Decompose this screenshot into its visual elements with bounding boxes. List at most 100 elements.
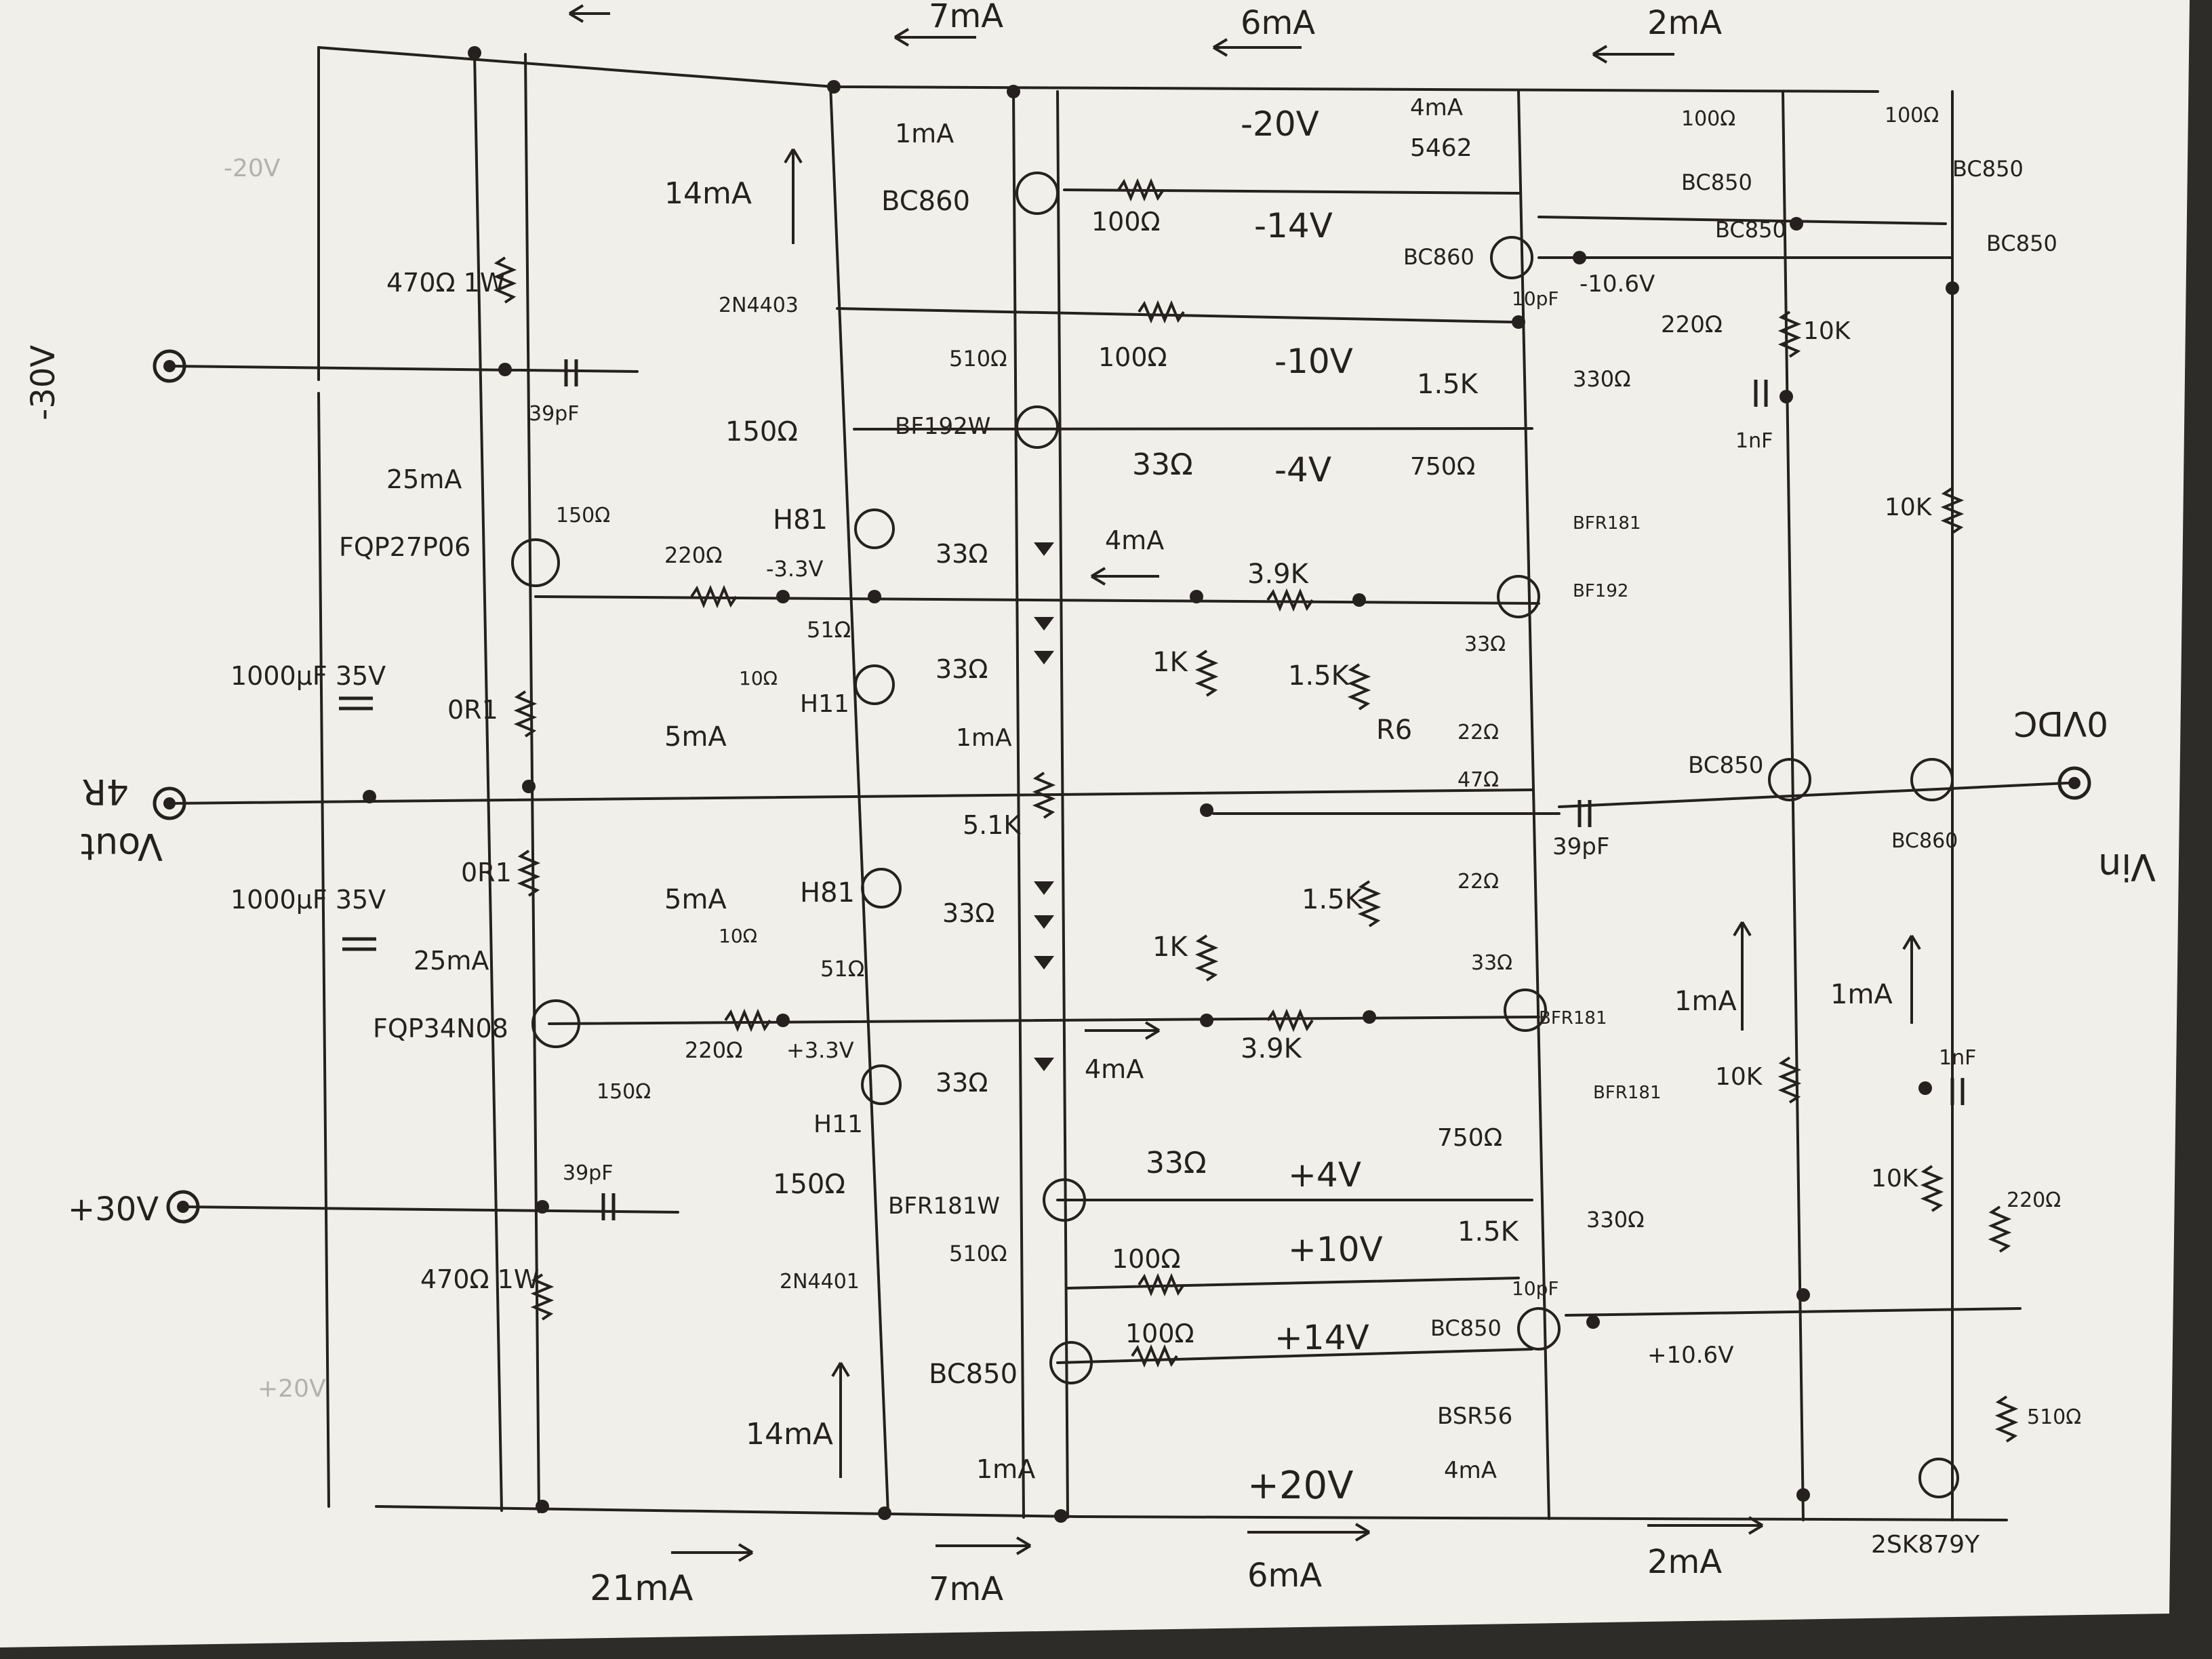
label-1000-bot: 1000µF 35V <box>230 885 386 915</box>
label-51-b: 51Ω <box>820 956 864 982</box>
resistor-01-top <box>513 690 538 738</box>
label-150s-bot: 150Ω <box>773 1169 845 1200</box>
label-pos10: +10V <box>1288 1230 1383 1269</box>
label-5-1k: 5.1K <box>963 810 1021 840</box>
label-bc850-l: BC850 <box>929 1359 1018 1390</box>
label-100-b: 100Ω <box>1098 342 1167 372</box>
label-470-bot: 470Ω 1W <box>420 1264 539 1294</box>
resistor-10k-b <box>1777 1056 1802 1104</box>
label-bfr181w: BFR181W <box>888 1193 1000 1220</box>
label-3-9k-b: 3.9K <box>1241 1033 1303 1064</box>
label-33-vt: 33Ω <box>1464 633 1506 656</box>
label-bc860-in: BC860 <box>1891 829 1958 853</box>
transistor-h81-t <box>854 508 895 549</box>
label-5462: 5462 <box>1410 134 1472 162</box>
label-7ma-t: 7mA <box>929 0 1003 35</box>
terminal-vout <box>153 786 186 820</box>
label-33-e: 33Ω <box>1132 447 1193 482</box>
label-bf192: BF192 <box>1573 581 1628 601</box>
transistor-bc860-l <box>1015 172 1059 215</box>
label-47: 47Ω <box>1457 768 1499 792</box>
resistor-1k-bot <box>1194 934 1219 982</box>
label-vin: Vin <box>2098 845 2156 888</box>
label-h11-b: H11 <box>813 1111 863 1138</box>
labels: -30V +30V Vout 4R Vin 0VDC 470Ω 1W 470Ω … <box>24 0 2156 1609</box>
label-pos10-6: +10.6V <box>1647 1342 1733 1369</box>
label-39pf-bot: 39pF <box>563 1161 613 1185</box>
resistor-100-a <box>1117 178 1165 202</box>
label-fqp34n08: FQP34N08 <box>373 1014 508 1043</box>
label-750-t: 750Ω <box>1410 453 1475 481</box>
capacitors <box>339 359 1965 1220</box>
cap-1000-top <box>339 696 373 711</box>
label-1000-top: 1000µF 35V <box>230 661 386 691</box>
label-14ma-top: 14mA <box>664 176 752 211</box>
cap-39pf-top <box>564 359 578 386</box>
cap-39pf-mid <box>1577 800 1592 827</box>
label-1-5k-b: 1.5K <box>1302 884 1364 915</box>
label-1ma-tl: 1mA <box>895 119 954 148</box>
label-100-a: 100Ω <box>1091 207 1161 237</box>
label-150-top: 150Ω <box>556 504 610 527</box>
resistor-470-bot <box>530 1273 555 1321</box>
terminal-pos30 <box>166 1190 200 1224</box>
resistor-10k-a <box>1940 487 1965 534</box>
label-1nf-t: 1nF <box>1735 429 1773 453</box>
label-2ma-t: 2mA <box>1647 4 1722 42</box>
label-25ma-bot: 25mA <box>414 946 489 976</box>
resistor-1k-top <box>1194 649 1219 697</box>
label-10k-b: 10K <box>1715 1063 1763 1091</box>
cap-1000-bot <box>342 937 376 951</box>
label-bc850-in: BC850 <box>1688 752 1763 779</box>
transistor-bf192 <box>1497 575 1540 618</box>
label-1k-t: 1K <box>1152 647 1188 678</box>
label-bf192w: BF192W <box>895 413 990 440</box>
label-bc850-tr1: BC850 <box>1681 169 1752 195</box>
current-arrows <box>568 4 1921 1562</box>
resistor-10k-c <box>1920 1165 1944 1212</box>
label-pos4: +4V <box>1288 1155 1361 1195</box>
label-neg4: -4V <box>1274 450 1331 489</box>
label-25ma-top: 25mA <box>386 464 462 494</box>
label-pos20: +20V <box>1247 1464 1354 1508</box>
label-150-bot: 150Ω <box>597 1080 651 1104</box>
label-6ma-b: 6mA <box>1247 1557 1322 1595</box>
label-5ma-b: 5mA <box>664 884 727 915</box>
label-h81-t: H81 <box>773 504 828 536</box>
transistor-bc850-in <box>1768 758 1811 801</box>
label-0r1-bot: 0R1 <box>461 858 512 887</box>
label-10pf-t: 10pF <box>1512 287 1559 310</box>
label-2ma-b: 2mA <box>1647 1543 1722 1581</box>
label-33-a: 33Ω <box>936 539 988 569</box>
transistor-bc850-l <box>1049 1341 1093 1384</box>
resistor-10k-d <box>1777 311 1802 358</box>
label-r6: R6 <box>1376 715 1412 746</box>
label-39pf-top: 39pF <box>529 402 579 426</box>
label-10-b: 10Ω <box>719 925 757 947</box>
label-1-5k-vb: 1.5K <box>1457 1216 1520 1247</box>
transistor-2sk879 <box>1918 1458 1959 1498</box>
transistor-bc860-in <box>1910 758 1954 801</box>
label-neg10-6: -10.6V <box>1580 271 1655 298</box>
label-220-vt: 220Ω <box>1661 311 1723 338</box>
label-510-in: 510Ω <box>2027 1405 2081 1429</box>
label-bc850-tr2: BC850 <box>1952 156 2024 182</box>
label-bc860-r: BC860 <box>1403 244 1474 270</box>
junctions <box>363 46 1959 1523</box>
resistor-01-bot <box>517 850 541 897</box>
label-330-b: 330Ω <box>1586 1207 1645 1233</box>
resistor-1-5k-bot <box>1357 880 1382 927</box>
label-220-in: 220Ω <box>2007 1188 2061 1212</box>
label-bsr56: BSR56 <box>1437 1403 1512 1430</box>
label-neg14: -14V <box>1254 206 1333 245</box>
label-neg30: -30V <box>24 345 62 420</box>
label-4ma-vas-b: 4mA <box>1444 1457 1497 1484</box>
label-330-t: 330Ω <box>1573 366 1631 392</box>
label-3-9k-t: 3.9K <box>1247 559 1310 590</box>
label-bfr181-b: BFR181 <box>1539 1008 1607 1028</box>
label-33-c: 33Ω <box>942 898 994 928</box>
label-1-5k-t: 1.5K <box>1288 660 1350 692</box>
label-bc860-l: BC860 <box>881 186 970 217</box>
label-bc850-tr3: BC850 <box>1715 217 1786 243</box>
transistor-mosfet-top <box>511 538 560 587</box>
